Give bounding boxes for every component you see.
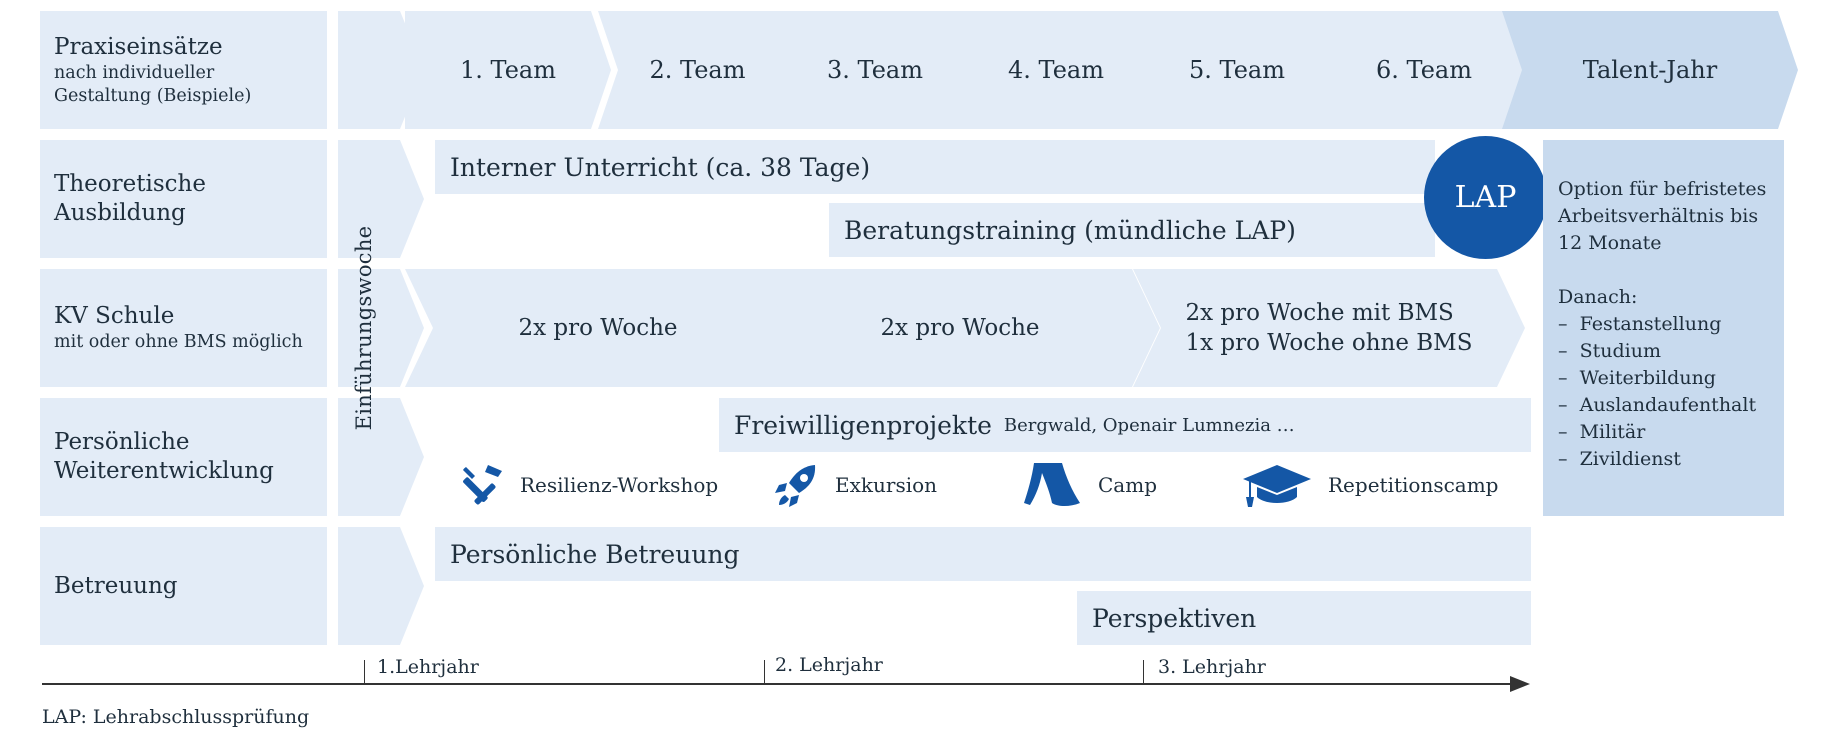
row-subtitle: mit oder ohne BMS möglich	[54, 332, 303, 352]
timeline-tick	[764, 660, 765, 684]
footnote: LAP: Lehrabschlussprüfung	[42, 706, 309, 728]
graduation-cap-icon	[1243, 465, 1311, 507]
tools-icon	[463, 465, 502, 505]
team-label: 3. Team	[827, 56, 923, 84]
talent-intro-line: 12 Monate	[1558, 232, 1662, 254]
tent-icon	[1024, 463, 1080, 506]
talent-info-panel: Option für befristetes Arbeitsverhältnis…	[1543, 140, 1784, 516]
row-label-kv: KV Schule mit oder ohne BMS möglich	[40, 269, 327, 387]
team-label: 1. Team	[460, 56, 556, 84]
bar-label: Interner Unterricht (ca. 38 Tage)	[450, 152, 871, 182]
row-label-theorie: Theoretische Ausbildung	[40, 140, 327, 258]
timeline-tick	[364, 660, 365, 684]
team-label: 4. Team	[1008, 56, 1104, 84]
talent-option: – Auslandaufenthalt	[1558, 392, 1784, 419]
timeline-axis	[42, 683, 1512, 685]
option-label: Militär	[1579, 421, 1646, 443]
row-title: Persönliche Weiterentwicklung	[54, 429, 274, 484]
team-chevron-1: 1. Team	[405, 11, 611, 129]
perspektiven-bar: Perspektiven	[1077, 591, 1531, 645]
bullet: –	[1558, 394, 1568, 416]
activity-label: Resilienz-Workshop	[520, 473, 719, 497]
row-label-persoenlich: Persönliche Weiterentwicklung	[40, 398, 327, 516]
einfuehrungswoche-column: Einführungswoche	[338, 140, 390, 516]
row-title: Praxiseinsätze	[54, 33, 223, 60]
row-label-praxis: Praxiseinsätze nach individueller Gestal…	[40, 11, 327, 129]
row-title: Betreuung	[54, 572, 178, 599]
timeline-label-3: 3. Lehrjahr	[1158, 656, 1266, 678]
bar-label: Persönliche Betreuung	[450, 539, 740, 569]
footnote-abbr: LAP:	[42, 706, 87, 728]
freiwilligenprojekte-detail: Bergwald, Openair Lumnezia …	[1003, 414, 1295, 436]
team-label: 5. Team	[1189, 56, 1285, 84]
bullet: –	[1558, 448, 1568, 470]
einf-lead-row5	[338, 527, 424, 645]
timeline-label-1: 1.Lehrjahr	[377, 656, 479, 678]
talent-option: – Zivildienst	[1558, 446, 1784, 473]
activity-label: Exkursion	[835, 473, 938, 497]
row-label-betreuung: Betreuung	[40, 527, 327, 645]
kv-block-1: 2x pro Woche	[405, 269, 791, 387]
activity-label: Repetitionscamp	[1328, 473, 1499, 497]
team-label: 2. Team	[649, 56, 746, 84]
talent-after-label: Danach:	[1558, 286, 1638, 308]
talent-option: – Militär	[1558, 419, 1784, 446]
row-title: Theoretische Ausbildung	[54, 171, 206, 226]
talent-option: – Festanstellung	[1558, 311, 1784, 338]
interner-unterricht-bar: Interner Unterricht (ca. 38 Tage)	[435, 140, 1435, 194]
freiwilligenprojekte-bar: Freiwilligenprojekte Bergwald, Openair L…	[719, 398, 1531, 452]
kv-line: 1x pro Woche ohne BMS	[1185, 330, 1473, 356]
rocket-icon	[775, 465, 816, 507]
persoenliche-betreuung-bar: Persönliche Betreuung	[435, 527, 1531, 581]
bullet: –	[1558, 367, 1568, 389]
activity-camp: Camp	[1022, 460, 1157, 510]
beratungstraining-bar: Beratungstraining (mündliche LAP)	[829, 203, 1435, 257]
activity-repetitionscamp: Repetitionscamp	[1240, 460, 1498, 510]
kv-line: 2x pro Woche mit BMS	[1185, 300, 1454, 326]
lap-badge: LAP	[1424, 136, 1547, 259]
activity-exkursion: Exkursion	[773, 460, 937, 510]
team-chevron-4: 4. Team	[953, 11, 1159, 129]
footnote-text: Lehrabschlussprüfung	[92, 706, 310, 728]
talent-option: – Weiterbildung	[1558, 365, 1784, 392]
kv-line: 2x pro Woche	[518, 315, 678, 341]
timeline-label-2: 2. Lehrjahr	[775, 654, 883, 676]
talent-year-chevron: Talent-Jahr	[1502, 11, 1798, 129]
einfuehrungswoche-label: Einführungswoche	[352, 225, 376, 431]
team-chevron-6: 6. Team	[1318, 11, 1530, 129]
team-chevron-2: 2. Team	[598, 11, 797, 129]
talent-intro-line: Arbeitsverhältnis bis	[1558, 205, 1759, 227]
kv-block-3: 2x pro Woche mit BMS 1x pro Woche ohne B…	[1133, 269, 1525, 387]
option-label: Auslandaufenthalt	[1579, 394, 1757, 416]
team-label: 6. Team	[1376, 56, 1472, 84]
bar-label: Perspektiven	[1092, 603, 1257, 633]
option-label: Zivildienst	[1579, 448, 1681, 470]
freiwilligenprojekte-title: Freiwilligenprojekte	[734, 410, 992, 440]
option-label: Studium	[1579, 340, 1661, 362]
row-subtitle: nach individueller Gestaltung (Beispiele…	[54, 62, 252, 106]
kv-line: 2x pro Woche	[880, 315, 1040, 341]
team-chevron-5: 5. Team	[1134, 11, 1340, 129]
kv-block-2: 2x pro Woche	[760, 269, 1160, 387]
row-title: KV Schule	[54, 303, 175, 329]
timeline-arrowhead	[1510, 676, 1530, 692]
team-chevron-3: 3. Team	[772, 11, 978, 129]
option-label: Weiterbildung	[1579, 367, 1716, 389]
activity-resilienz-workshop: Resilienz-Workshop	[458, 460, 718, 510]
bullet: –	[1558, 313, 1568, 335]
lap-badge-label: LAP	[1454, 180, 1517, 215]
talent-intro-line: Option für befristetes	[1558, 178, 1767, 200]
activity-label: Camp	[1098, 473, 1157, 497]
option-label: Festanstellung	[1579, 313, 1722, 335]
talent-label: Talent-Jahr	[1582, 56, 1718, 84]
timeline-tick	[1143, 660, 1144, 684]
bullet: –	[1558, 421, 1568, 443]
talent-option: – Studium	[1558, 338, 1784, 365]
bullet: –	[1558, 340, 1568, 362]
bar-label: Beratungstraining (mündliche LAP)	[844, 215, 1296, 245]
